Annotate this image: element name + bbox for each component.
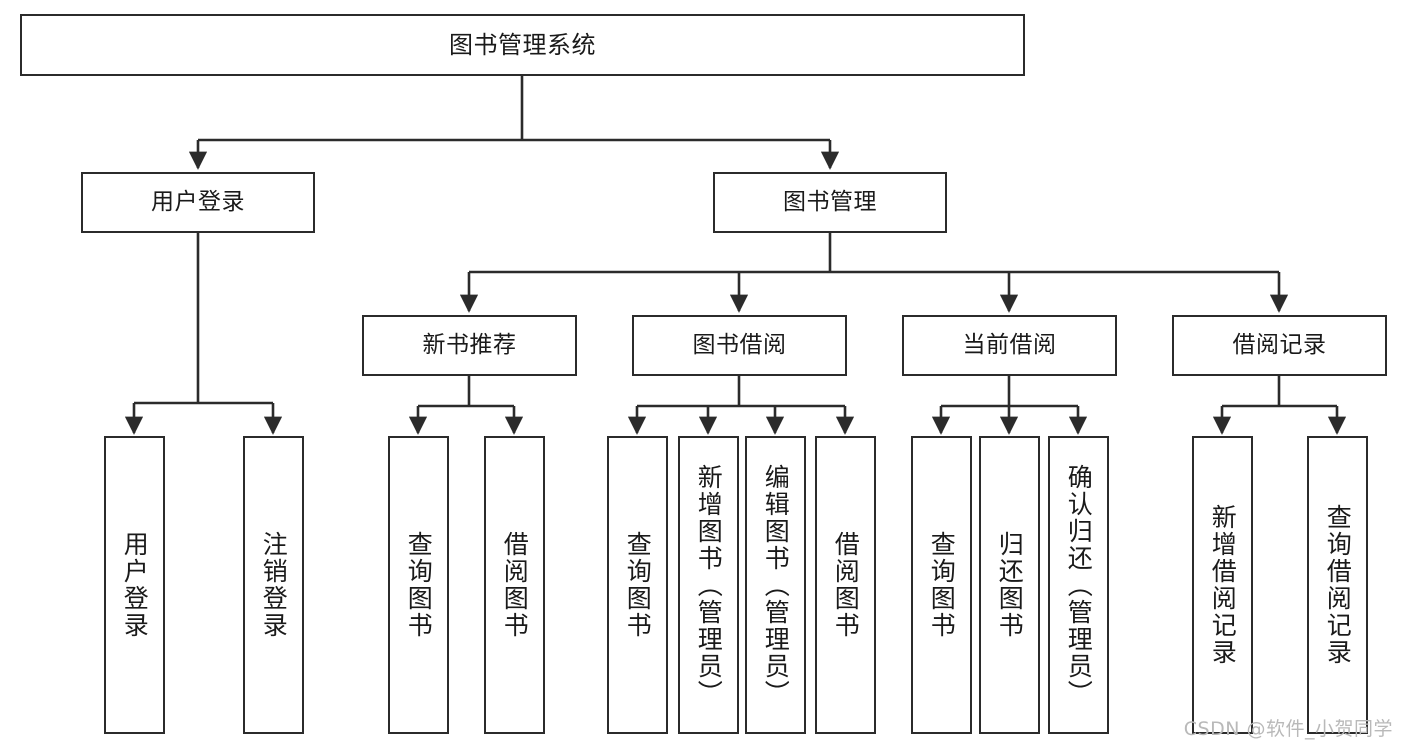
node-label: 查询图书 (623, 531, 653, 639)
node-label: 查询借阅记录 (1323, 504, 1353, 666)
node-label: 借阅图书 (500, 531, 530, 639)
node-label: 借阅图书 (831, 531, 861, 639)
node-leaf-logout[interactable]: 注销登录 (243, 436, 304, 734)
node-borrow-record[interactable]: 借阅记录 (1172, 315, 1387, 376)
node-label: 用户登录 (120, 531, 150, 639)
node-new-book-recommendation[interactable]: 新书推荐 (362, 315, 577, 376)
node-label: 编辑图书（管理员） (761, 463, 791, 707)
node-label: 查询图书 (927, 531, 957, 639)
node-leaf-add-record[interactable]: 新增借阅记录 (1192, 436, 1253, 734)
node-label: 注销登录 (259, 531, 289, 639)
node-leaf-borrow-book-2[interactable]: 借阅图书 (815, 436, 876, 734)
node-leaf-query-record[interactable]: 查询借阅记录 (1307, 436, 1368, 734)
csdn-watermark: CSDN @软件_小贺同学 (1183, 718, 1393, 740)
node-label: 当前借阅 (962, 331, 1057, 358)
node-leaf-confirm-return[interactable]: 确认归还（管理员） (1048, 436, 1109, 734)
node-leaf-borrow-book-1[interactable]: 借阅图书 (484, 436, 545, 734)
node-label: 归还图书 (995, 531, 1025, 639)
node-label: 图书管理 (783, 188, 877, 215)
node-current-borrow[interactable]: 当前借阅 (902, 315, 1117, 376)
node-book-manage[interactable]: 图书管理 (713, 172, 947, 233)
node-leaf-return-book[interactable]: 归还图书 (979, 436, 1040, 734)
node-leaf-edit-book[interactable]: 编辑图书（管理员） (745, 436, 806, 734)
node-label: 确认归还（管理员） (1064, 463, 1094, 707)
node-label: 新书推荐 (422, 331, 517, 358)
node-label: 借阅记录 (1232, 331, 1327, 358)
node-leaf-add-book[interactable]: 新增图书（管理员） (678, 436, 739, 734)
node-leaf-query-book-1[interactable]: 查询图书 (388, 436, 449, 734)
node-label: 图书管理系统 (449, 30, 596, 59)
node-root-book-management-system[interactable]: 图书管理系统 (20, 14, 1025, 76)
node-user-login[interactable]: 用户登录 (81, 172, 315, 233)
node-label: 用户登录 (151, 188, 245, 215)
node-leaf-query-book-2[interactable]: 查询图书 (607, 436, 668, 734)
node-label: 新增借阅记录 (1208, 504, 1238, 666)
node-book-borrow[interactable]: 图书借阅 (632, 315, 847, 376)
node-leaf-user-login[interactable]: 用户登录 (104, 436, 165, 734)
node-label: 图书借阅 (692, 331, 787, 358)
node-label: 新增图书（管理员） (694, 463, 724, 707)
node-label: 查询图书 (404, 531, 434, 639)
node-leaf-query-book-3[interactable]: 查询图书 (911, 436, 972, 734)
